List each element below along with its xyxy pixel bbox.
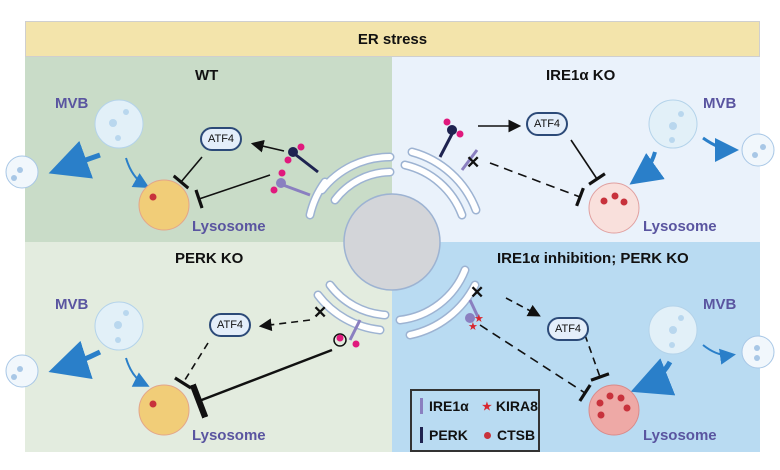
panel-perk-ko <box>25 242 392 452</box>
mvb-label: MVB <box>55 296 89 313</box>
mvb-label: MVB <box>703 95 737 112</box>
legend: IRE1α ★KIRA8 PERK CTSB <box>410 389 540 452</box>
panel-ire1a-ko <box>392 57 760 242</box>
lysosome-label: Lysosome <box>643 427 717 444</box>
ctsb-icon <box>484 431 491 439</box>
legend-item-perk: PERK <box>420 427 468 443</box>
atf4-node: ATF4 <box>200 127 242 151</box>
atf4-node: ATF4 <box>547 317 589 341</box>
perk-receptor-icon <box>420 427 423 443</box>
lysosome-label: Lysosome <box>192 427 266 444</box>
legend-item-ire1a: IRE1α <box>420 398 469 414</box>
mvb-label: MVB <box>703 296 737 313</box>
kira8-star-icon: ★ <box>482 400 492 413</box>
atf4-node: ATF4 <box>526 112 568 136</box>
panel-title-ire1a-ko: IRE1α KO <box>546 67 616 84</box>
ire1a-receptor-icon <box>420 398 423 414</box>
mvb-label: MVB <box>55 95 89 112</box>
panel-title-perk-ko: PERK KO <box>175 250 244 267</box>
panel-title-wt: WT <box>195 67 219 84</box>
atf4-node: ATF4 <box>209 313 251 337</box>
legend-item-kira8: ★KIRA8 <box>482 398 538 414</box>
er-stress-banner: ER stress <box>25 21 760 57</box>
legend-item-ctsb: CTSB <box>484 427 535 443</box>
panel-title-ire1a-inhibition-perk-ko: IRE1α inhibition; PERK KO <box>497 250 689 267</box>
lysosome-label: Lysosome <box>192 218 266 235</box>
lysosome-label: Lysosome <box>643 218 717 235</box>
banner-title: ER stress <box>357 30 428 48</box>
